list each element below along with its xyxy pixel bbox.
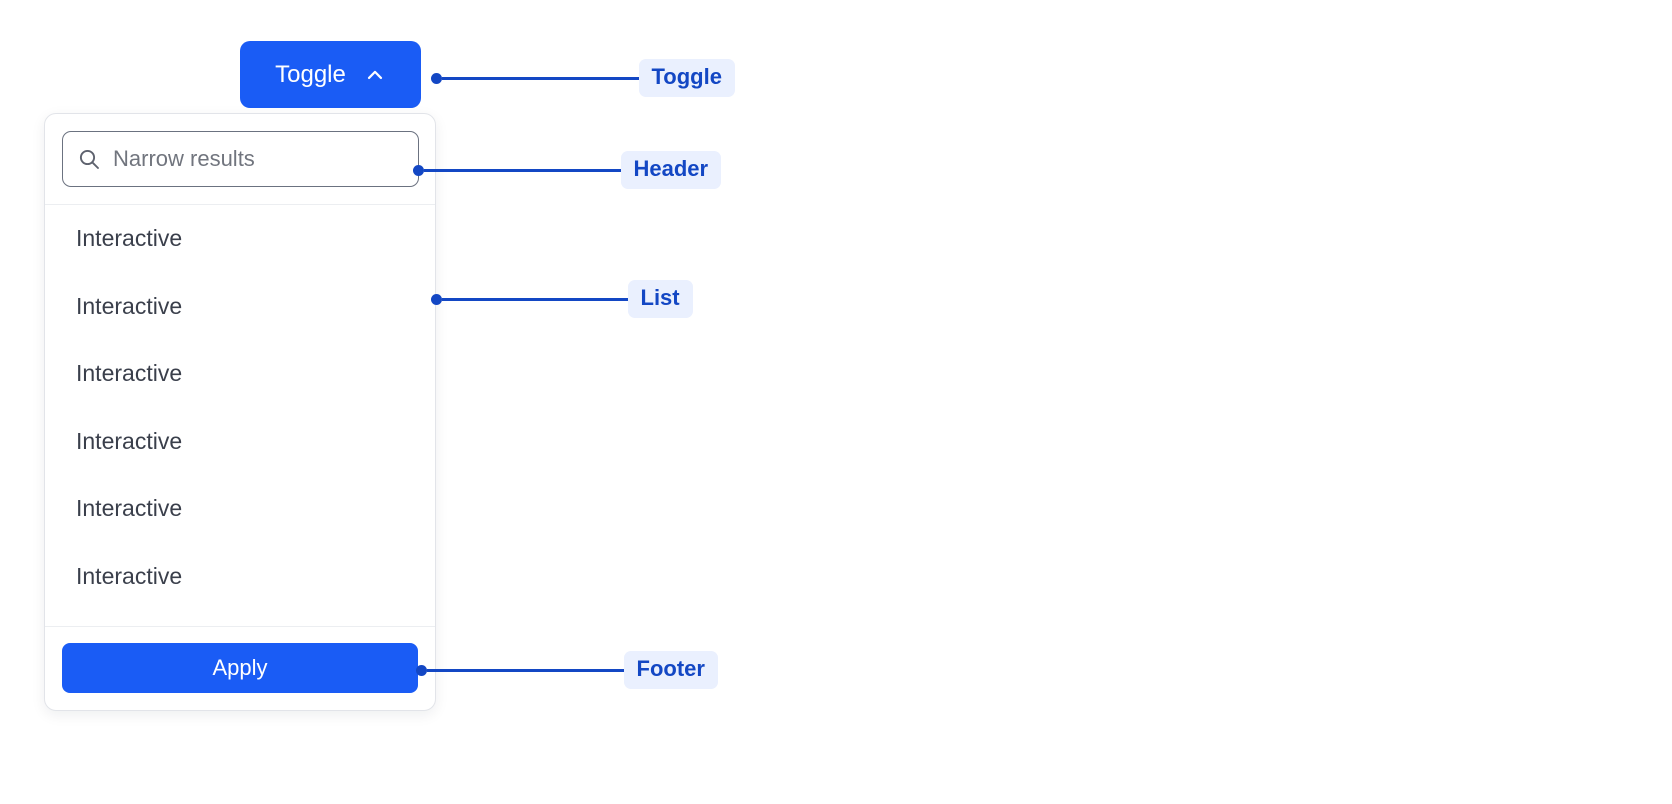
annotation-dot-icon — [415, 664, 427, 676]
list-item-label: Interactive — [76, 495, 183, 522]
toggle-button[interactable]: Toggle — [240, 41, 421, 108]
annotation-label: Header — [620, 150, 722, 190]
annotation-label: Toggle — [638, 58, 735, 98]
toggle-button-label: Toggle — [275, 60, 346, 88]
chevron-up-icon — [364, 64, 386, 86]
apply-button[interactable]: Apply — [62, 643, 418, 693]
list-item-label: Interactive — [76, 225, 183, 252]
list-item[interactable]: Interactive — [45, 340, 435, 408]
annotation-leader-line — [441, 297, 628, 301]
apply-button-label: Apply — [212, 655, 268, 680]
list-item[interactable]: Interactive — [45, 408, 435, 476]
search-box[interactable] — [62, 131, 419, 187]
list-item[interactable]: Interactive — [45, 205, 435, 273]
annotation-label: List — [627, 279, 693, 319]
list-item-label: Interactive — [76, 562, 183, 589]
search-input[interactable] — [113, 146, 404, 172]
annotation-dot-icon — [430, 72, 442, 84]
annotation-dot-icon — [430, 293, 442, 305]
list-item[interactable]: Interactive — [45, 273, 435, 341]
panel-footer: Apply — [45, 626, 435, 710]
list-item[interactable]: Interactive — [45, 543, 435, 611]
list-item-label: Interactive — [76, 292, 183, 319]
annotation-leader-line — [423, 168, 621, 172]
panel-list: Interactive Interactive Interactive Inte… — [45, 205, 435, 626]
annotation-label: Footer — [623, 650, 718, 690]
search-icon — [77, 147, 101, 171]
list-item-label: Interactive — [76, 360, 183, 387]
list-item[interactable]: Interactive — [45, 475, 435, 543]
dropdown-panel: Interactive Interactive Interactive Inte… — [44, 113, 436, 711]
panel-header — [45, 114, 435, 205]
annotation-leader-line — [426, 668, 624, 672]
list-item-label: Interactive — [76, 427, 183, 454]
annotation-leader-line — [441, 76, 639, 80]
annotation-dot-icon — [412, 164, 424, 176]
